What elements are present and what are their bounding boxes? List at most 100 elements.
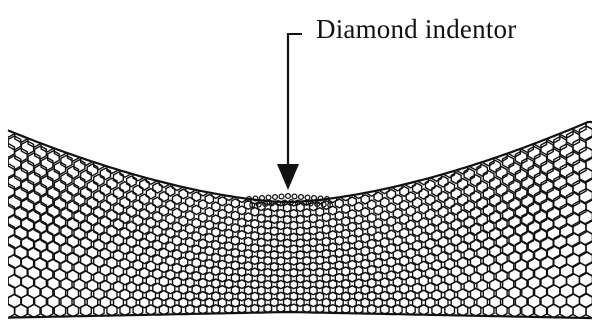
lattice-hexagon (146, 189, 155, 199)
lattice-hexagon (153, 183, 162, 193)
lattice-hexagon (146, 305, 155, 315)
lattice-hexagon (483, 188, 494, 200)
lattice-hexagon (406, 305, 415, 315)
lattice-hexagon (2, 164, 15, 178)
lattice-hexagon (579, 293, 592, 308)
lattice-hexagon (244, 286, 252, 295)
lattice-hexagon (238, 292, 246, 301)
lattice-hexagon (173, 305, 182, 315)
lattice-hexagon (284, 275, 292, 283)
lattice-hexagon (159, 305, 168, 315)
lattice-hexagon (146, 203, 155, 213)
lattice-hexagon (120, 228, 130, 239)
lattice-hexagon (264, 292, 272, 300)
lattice-hexagon (592, 188, 597, 203)
lattice-hexagon (0, 304, 1, 318)
indentor-atom (292, 194, 297, 199)
lattice-hexagon (509, 198, 520, 211)
lattice-hexagon (592, 209, 597, 224)
lattice-hexagon (445, 182, 455, 193)
lattice-hexagon (432, 305, 442, 315)
lattice-hexagon (127, 206, 137, 217)
lattice-hexagon (0, 143, 1, 157)
lattice-hexagon (413, 183, 422, 193)
lattice-hexagon (490, 177, 501, 189)
lattice-hexagon (94, 223, 104, 234)
lattice-hexagon (393, 305, 402, 315)
lattice-hexagon (355, 305, 363, 314)
lattice-hexagon (264, 280, 272, 288)
lattice-hexagon (419, 189, 428, 199)
lattice-hexagon (127, 176, 137, 187)
lattice-hexagon (451, 188, 461, 199)
lattice-hexagon (477, 214, 488, 226)
lattice-hexagon (290, 269, 298, 277)
indentor-atom (279, 194, 284, 199)
indentor-label: Diamond indentor (316, 14, 516, 45)
lattice-hexagon (438, 222, 448, 233)
lattice-hexagon (0, 244, 1, 258)
lattice-hexagon (140, 194, 149, 204)
lattice-hexagon (477, 231, 488, 243)
lattice-hexagon (133, 200, 143, 211)
lattice-hexagon (107, 210, 117, 221)
lattice-hexagon (464, 185, 474, 196)
lattice-hexagon (0, 234, 8, 248)
lattice-hexagon (277, 269, 285, 277)
lattice-hexagon (322, 286, 330, 295)
lattice-hexagon (496, 201, 507, 213)
lattice-hexagon (231, 286, 239, 295)
lattice-hexagon (107, 226, 117, 237)
lattice-hexagon (496, 305, 507, 317)
lattice-hexagon (432, 201, 442, 211)
lattice-hexagon (28, 304, 40, 317)
lattice-hexagon (290, 233, 298, 241)
lattice-hexagon (310, 286, 318, 294)
lattice-hexagon (15, 304, 27, 318)
lattice-hexagon (0, 274, 8, 288)
lattice-hexagon (483, 204, 494, 216)
lattice-hexagon (277, 280, 285, 288)
lattice-hexagon (0, 294, 8, 308)
lattice-hexagon (271, 275, 279, 283)
lattice-hexagon (68, 305, 79, 317)
lattice-hexagon (303, 268, 311, 276)
lattice-hexagon (464, 201, 474, 212)
lattice-hexagon (271, 263, 279, 271)
lattice-hexagon (284, 227, 292, 235)
lattice-hexagon (290, 280, 298, 288)
lattice-hexagon (54, 215, 65, 228)
lattice-hexagon (284, 263, 292, 271)
lattice-hexagon (458, 305, 468, 316)
lattice-hexagon (426, 180, 435, 190)
lattice-hexagon (68, 201, 79, 213)
lattice-hexagon (87, 181, 98, 193)
lattice-hexagon (87, 197, 98, 209)
indentor-callout (277, 33, 302, 190)
lattice-hexagon (419, 305, 428, 315)
lattice-hexagon (0, 164, 1, 178)
lattice-hexagon (87, 230, 98, 242)
lattice-hexagon (490, 228, 501, 240)
lattice-hexagon (74, 160, 85, 172)
lattice-hexagon (61, 191, 72, 203)
lattice-hexagon (297, 286, 305, 294)
lattice-hexagon (567, 294, 580, 308)
lattice-hexagon (310, 274, 318, 282)
lattice-hexagon (477, 198, 488, 210)
indentor-atom (305, 195, 310, 200)
lattice-hexagon (100, 233, 110, 244)
lattice-hexagon (87, 214, 98, 226)
lattice-hexagon (509, 216, 520, 228)
lattice-hexagon (406, 192, 415, 202)
lattice-hexagon (94, 174, 104, 185)
lattice-hexagon (284, 239, 292, 247)
lattice-hexagon (94, 207, 104, 218)
lattice-hexagon (471, 175, 481, 186)
lattice-hexagon (61, 226, 72, 238)
lattice-hexagon (0, 214, 8, 228)
lattice-hexagon (586, 283, 597, 298)
lattice-hexagon (120, 305, 130, 316)
lattice-hexagon (445, 198, 455, 209)
